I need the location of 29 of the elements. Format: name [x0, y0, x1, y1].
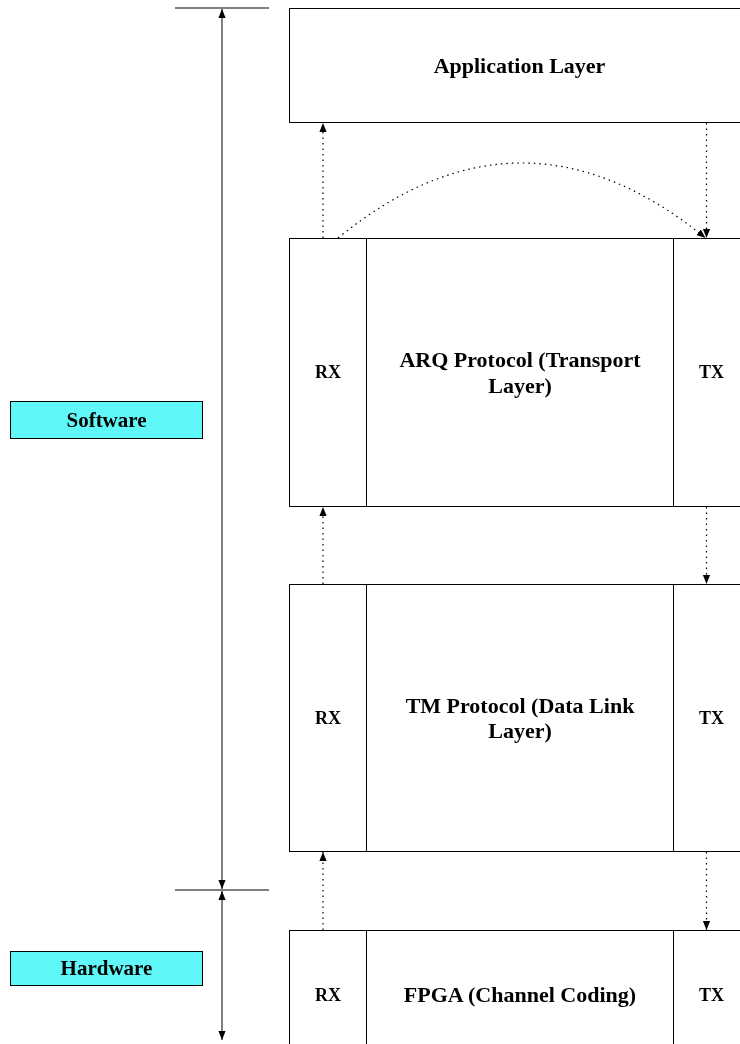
arrow — [702, 851, 711, 931]
arrow — [337, 162, 707, 239]
layer-box — [289, 8, 740, 123]
layer-box — [673, 584, 740, 852]
layer-box — [366, 238, 674, 507]
layer-label: TM Protocol (Data Link Layer) — [404, 692, 636, 744]
arrow — [702, 506, 711, 585]
arrow — [702, 122, 711, 239]
arrow — [319, 122, 327, 239]
layer-label: TX — [699, 707, 724, 729]
layer-label: Software — [66, 407, 147, 433]
label-box — [10, 401, 203, 439]
layer-box — [289, 930, 367, 1044]
layer-label: RX — [315, 984, 341, 1006]
layer-label: TX — [699, 984, 724, 1006]
layer-box — [289, 238, 367, 507]
layer-label: FPGA (Channel Coding) — [403, 982, 637, 1008]
layer-label: RX — [315, 707, 341, 729]
layer-box — [289, 584, 367, 852]
label-box — [10, 951, 203, 986]
layer-label: Hardware — [60, 956, 153, 981]
arrow — [319, 851, 327, 931]
arrow — [319, 506, 327, 585]
layer-label: ARQ Protocol (Transport Layer) — [398, 347, 642, 398]
layer-label: TX — [699, 362, 724, 383]
layer-label: Application Layer — [433, 52, 606, 79]
layer-box — [673, 238, 740, 507]
layer-label: RX — [315, 362, 341, 383]
layer-box — [366, 584, 674, 852]
